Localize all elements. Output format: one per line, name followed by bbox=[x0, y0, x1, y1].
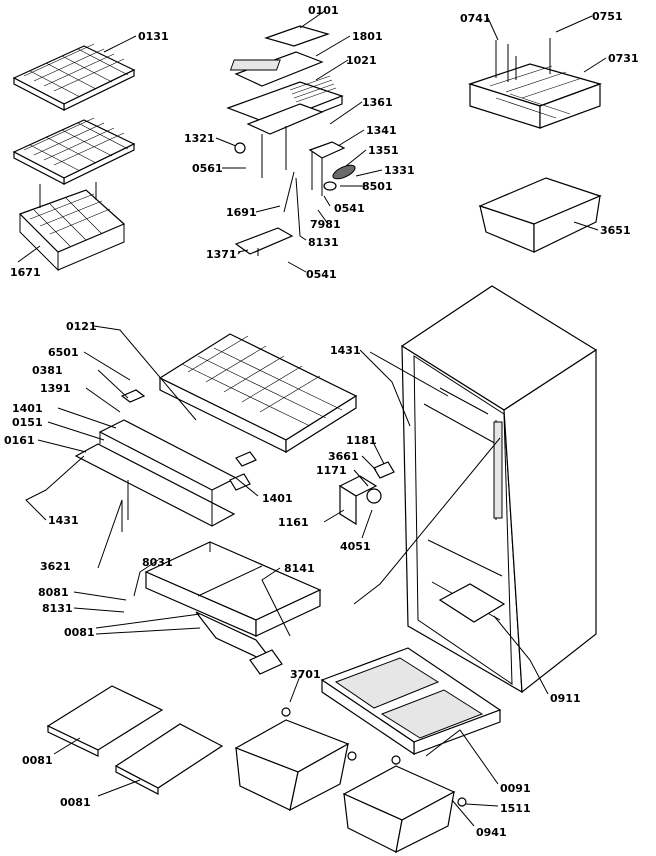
label-0151: 0151 bbox=[12, 416, 43, 429]
label-6501: 6501 bbox=[48, 346, 79, 359]
label-0541-upper: 0541 bbox=[334, 202, 365, 215]
label-8141: 8141 bbox=[284, 562, 315, 575]
damper-control bbox=[338, 461, 395, 526]
label-0731: 0731 bbox=[608, 52, 639, 65]
label-0101: 0101 bbox=[308, 4, 339, 17]
refrigerator-cabinet bbox=[400, 285, 598, 694]
label-0161: 0161 bbox=[4, 434, 35, 447]
label-8081: 8081 bbox=[38, 586, 69, 599]
label-0941: 0941 bbox=[476, 826, 507, 839]
label-0751: 0751 bbox=[592, 10, 623, 23]
label-0091: 0091 bbox=[500, 782, 531, 795]
label-8501: 8501 bbox=[362, 180, 393, 193]
label-1801: 1801 bbox=[352, 30, 383, 43]
deli-bracket-assembly bbox=[468, 38, 602, 129]
label-0081-lower-a: 0081 bbox=[22, 754, 53, 767]
label-0541-lower: 0541 bbox=[306, 268, 337, 281]
label-1361: 1361 bbox=[362, 96, 393, 109]
label-1401-left: 1401 bbox=[12, 402, 43, 415]
label-1671: 1671 bbox=[10, 266, 41, 279]
label-1431-left: 1431 bbox=[48, 514, 79, 527]
label-1341: 1341 bbox=[366, 124, 397, 137]
label-3651: 3651 bbox=[600, 224, 631, 237]
label-4051: 4051 bbox=[340, 540, 371, 553]
label-1691: 1691 bbox=[226, 206, 257, 219]
control-housing-assembly bbox=[226, 25, 356, 256]
part-number-labels: 0131 1671 0101 1801 1021 1361 1321 1341 … bbox=[4, 4, 639, 839]
label-1371: 1371 bbox=[206, 248, 237, 261]
label-1391: 1391 bbox=[40, 382, 71, 395]
label-1401-right: 1401 bbox=[262, 492, 293, 505]
label-0081-lower-b: 0081 bbox=[60, 796, 91, 809]
shelf-glass-left-a bbox=[46, 685, 164, 757]
wire-shelf-upper bbox=[12, 43, 136, 111]
deli-pan bbox=[478, 177, 602, 253]
label-1021: 1021 bbox=[346, 54, 377, 67]
label-1171: 1171 bbox=[316, 464, 347, 477]
label-0741: 0741 bbox=[460, 12, 491, 25]
label-0121: 0121 bbox=[66, 320, 97, 333]
label-8131-lower: 8131 bbox=[42, 602, 73, 615]
wire-shelf-lower bbox=[12, 117, 136, 185]
wire-basket bbox=[18, 182, 126, 272]
label-1511: 1511 bbox=[500, 802, 531, 815]
pan-cover-frame bbox=[320, 647, 502, 756]
label-1431-right: 1431 bbox=[330, 344, 361, 357]
label-0561: 0561 bbox=[192, 162, 223, 175]
label-3621: 3621 bbox=[40, 560, 71, 573]
label-8131-upper: 8131 bbox=[308, 236, 339, 249]
shelf-glass-left-b bbox=[114, 723, 224, 795]
meat-drawer-left bbox=[234, 707, 357, 812]
label-0131: 0131 bbox=[138, 30, 169, 43]
label-3661: 3661 bbox=[328, 450, 359, 463]
label-1161: 1161 bbox=[278, 516, 309, 529]
label-1331: 1331 bbox=[384, 164, 415, 177]
label-8031: 8031 bbox=[142, 556, 173, 569]
label-0081-middle: 0081 bbox=[64, 626, 95, 639]
label-1181: 1181 bbox=[346, 434, 377, 447]
crisper-drawer-pair bbox=[144, 541, 322, 675]
leader-lines bbox=[17, 9, 607, 827]
label-0381: 0381 bbox=[32, 364, 63, 377]
label-1351: 1351 bbox=[368, 144, 399, 157]
label-3701: 3701 bbox=[290, 668, 321, 681]
crisper-cover-shelf bbox=[158, 333, 358, 454]
meat-drawer-right bbox=[342, 755, 467, 854]
label-1321: 1321 bbox=[184, 132, 215, 145]
label-7981: 7981 bbox=[310, 218, 341, 231]
front-trim-assembly bbox=[74, 389, 257, 527]
label-0911: 0911 bbox=[550, 692, 581, 705]
